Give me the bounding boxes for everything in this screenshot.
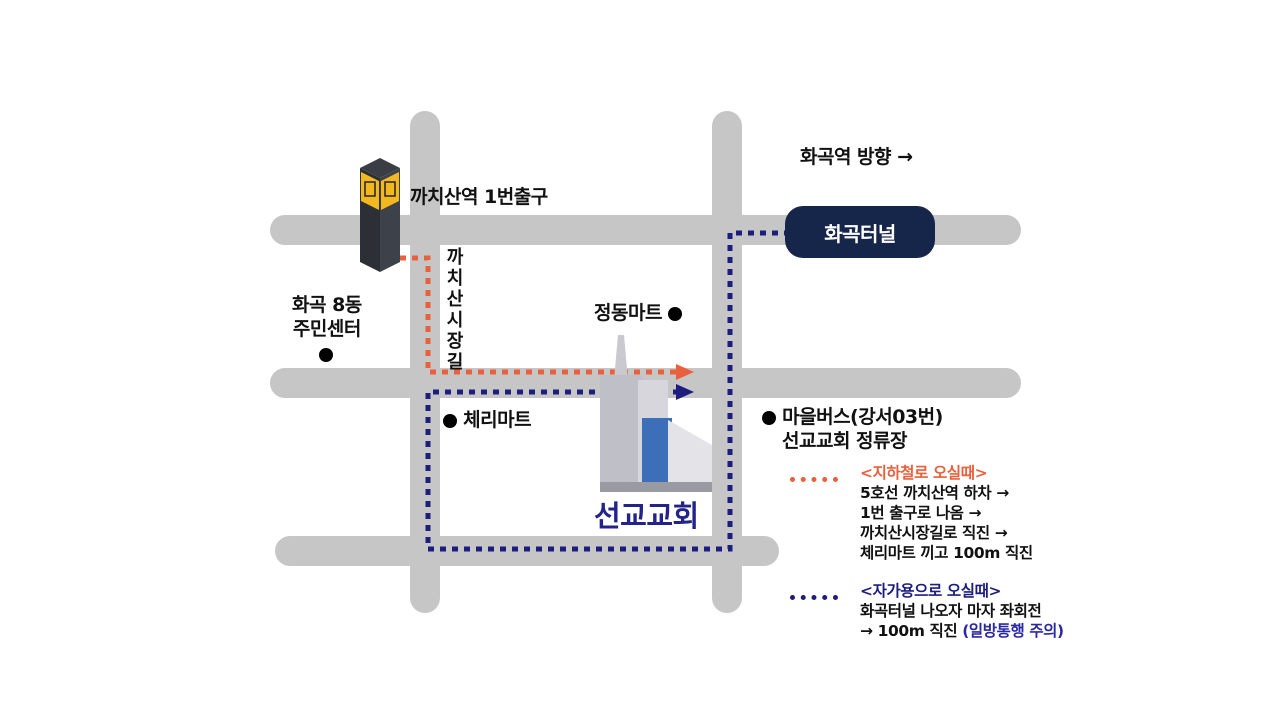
subway-step: 5호선 까치산역 하차 → <box>860 484 1009 502</box>
tunnel-label: 화곡터널 <box>824 222 896 246</box>
car-step: → 100m 직진 <box>860 622 963 640</box>
community-center-line2: 주민센터 <box>292 318 361 340</box>
jeongdong-mart-marker <box>668 306 683 321</box>
community-center-label: 화곡 8동 주민센터 <box>292 293 362 341</box>
cherry-mart-marker <box>443 413 457 428</box>
bus-stop-line2: 선교교회 정류장 <box>782 430 907 452</box>
car-step: 화곡터널 나오자 마자 좌회전 <box>860 602 1042 620</box>
church-building-image <box>600 335 712 492</box>
car-legend-swatch <box>790 595 838 600</box>
church-label: 선교교회 <box>594 499 699 533</box>
subway-route <box>400 255 678 375</box>
subway-station-icon <box>360 158 400 272</box>
bus-stop-line1: 마을버스(강서03번) <box>782 406 943 428</box>
bus-stop-label: 마을버스(강서03번) 선교교회 정류장 <box>762 405 943 453</box>
direction-label: 화곡역 방향 → <box>800 146 913 168</box>
subway-route-arrow-icon <box>676 364 694 380</box>
jeongdong-mart-label: 정동마트 <box>594 298 683 325</box>
subway-step: 까치산시장길로 직진 → <box>860 524 1008 542</box>
jeongdong-mart-text: 정동마트 <box>594 302 662 324</box>
subway-legend-title: <지하철로 오실때> <box>860 464 988 482</box>
community-center-line1: 화곡 8동 <box>292 294 362 316</box>
tunnel-badge <box>785 206 935 258</box>
legend-subway: <지하철로 오실때> 5호선 까치산역 하차 → 1번 출구로 나옴 → 까치산… <box>790 463 1033 563</box>
station-exit-label: 까치산역 1번출구 <box>410 186 548 208</box>
subway-legend-swatch <box>790 477 838 482</box>
bus-stop-marker <box>762 410 776 425</box>
one-way-warning: (일방통행 주의) <box>962 622 1064 640</box>
community-center-marker <box>319 348 333 362</box>
cherry-mart-label: 체리마트 <box>443 405 532 432</box>
car-route <box>425 230 790 552</box>
subway-step: 체리마트 끼고 100m 직진 <box>860 544 1033 562</box>
legend-car: <자가용으로 오실때> 화곡터널 나오자 마자 좌회전 → 100m 직진 (일… <box>790 581 1064 641</box>
car-legend-title: <자가용으로 오실때> <box>860 582 1002 600</box>
cherry-mart-text: 체리마트 <box>463 409 532 431</box>
car-route-arrow-icon <box>676 384 694 400</box>
subway-step: 1번 출구로 나옴 → <box>860 504 982 522</box>
